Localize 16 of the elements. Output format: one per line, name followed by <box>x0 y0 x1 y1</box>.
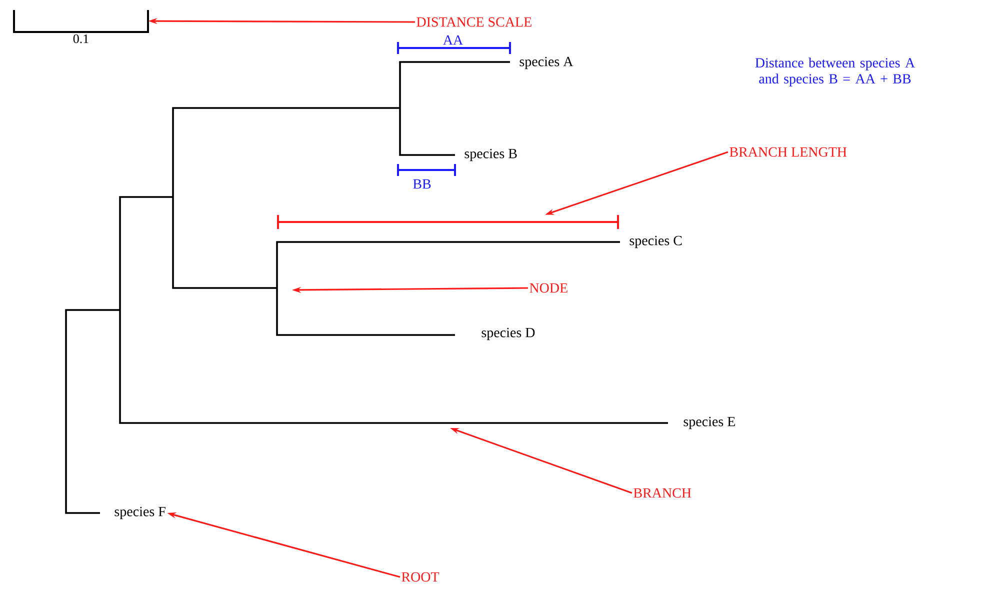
distance-label: BB <box>413 179 431 189</box>
species-label: species A <box>520 56 574 70</box>
branch-length-bracket <box>277 214 619 230</box>
callout-text: BRANCH <box>634 488 692 498</box>
species-label: species E <box>684 416 735 430</box>
distance-label: AA <box>443 35 463 45</box>
callout-text: NODE <box>530 283 568 293</box>
callout-text: ROOT <box>402 572 440 582</box>
species-label: species B <box>464 148 517 162</box>
callout-text: BRANCH LENGTH <box>730 147 847 157</box>
species-label: species C <box>630 236 682 248</box>
callout-text: DISTANCE SCALE <box>416 17 532 27</box>
note-text: Distance between species A and species B = AA + BB <box>755 58 915 86</box>
scale-bar: 0.1 <box>13 10 149 44</box>
species-label: species F <box>114 506 166 520</box>
species-label: species D <box>482 328 535 340</box>
